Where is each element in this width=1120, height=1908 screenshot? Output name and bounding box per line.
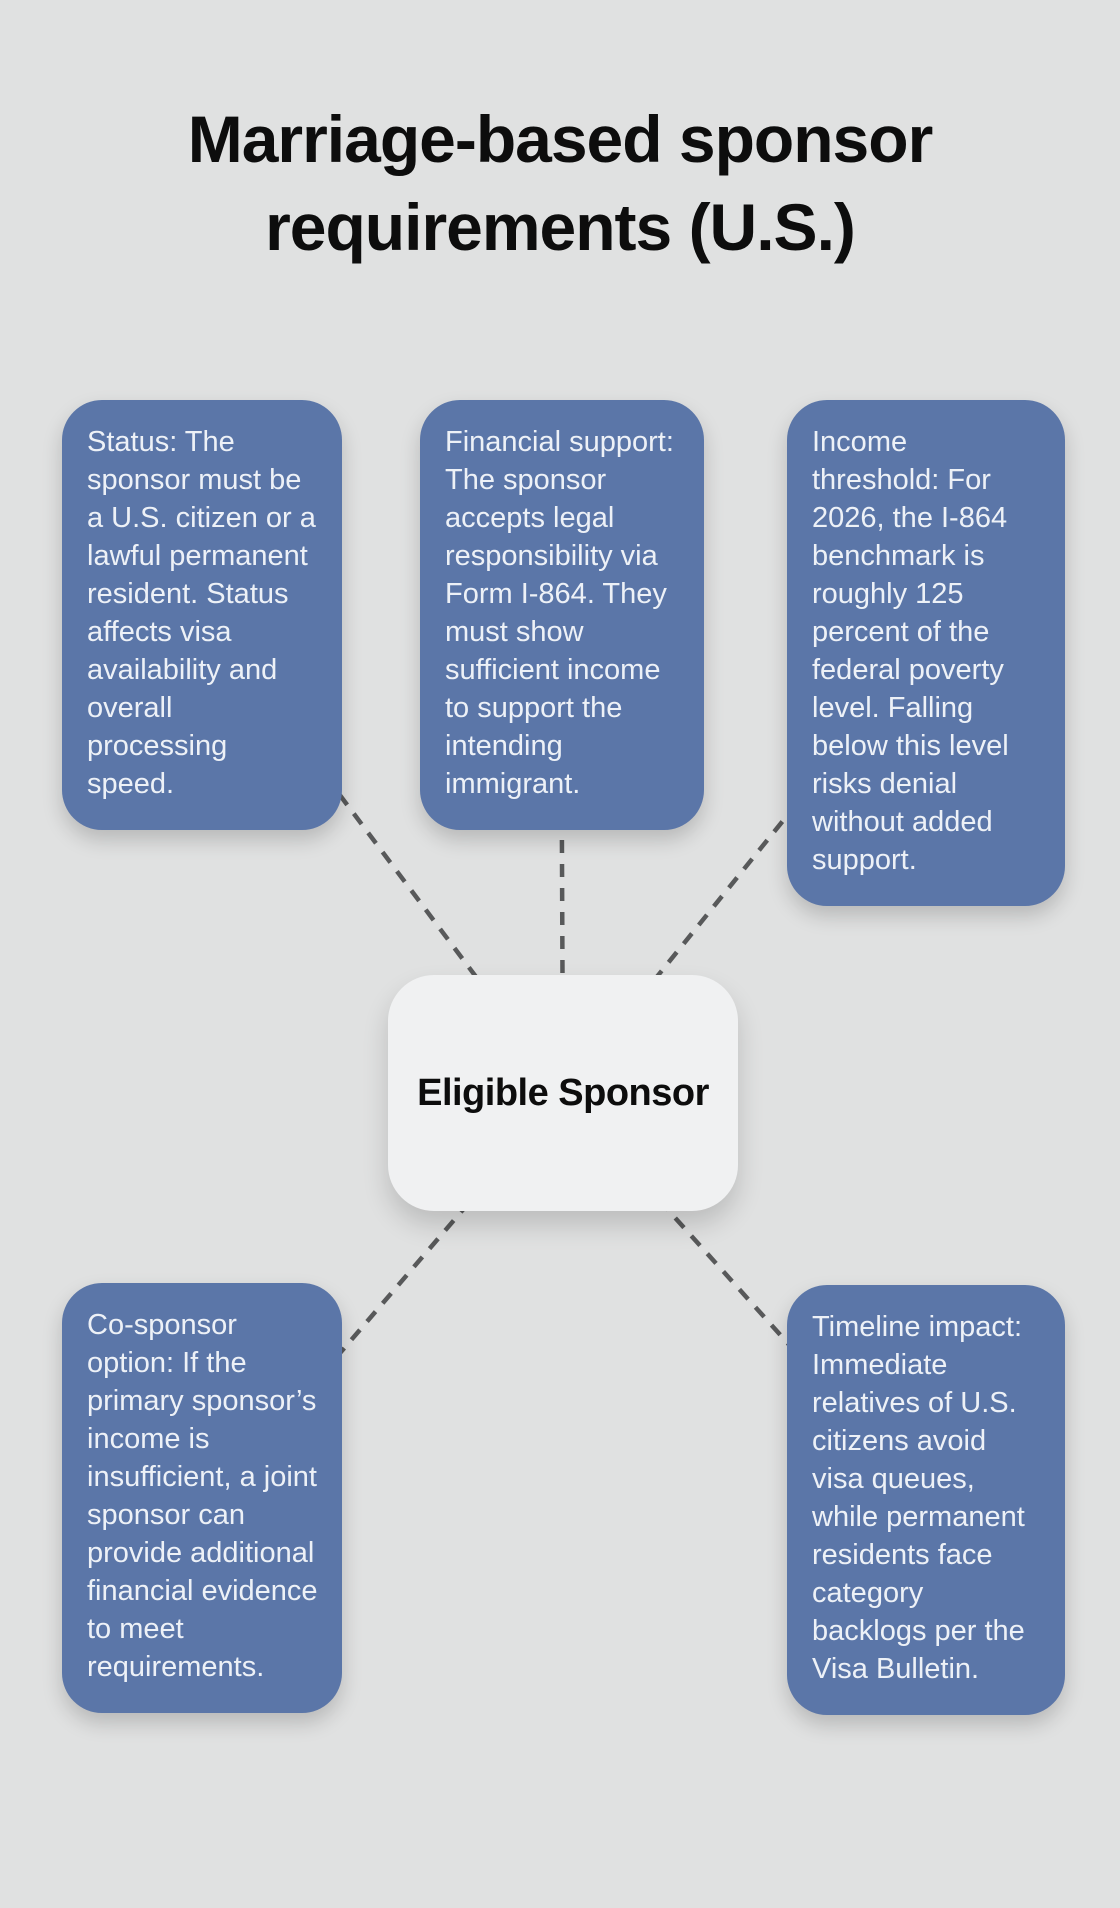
node-financial-support: Financial support: The sponsor accepts l… — [420, 400, 704, 830]
node-timeline-impact: Timeline impact: Immediate relatives of … — [787, 1285, 1065, 1715]
center-node: Eligible Sponsor — [388, 975, 738, 1211]
node-income-threshold: Income threshold: For 2026, the I-864 be… — [787, 400, 1065, 906]
center-node-label: Eligible Sponsor — [417, 1071, 709, 1114]
diagram-title: Marriage-based sponsor requirements (U.S… — [187, 102, 934, 264]
connector-timeline-impact — [561, 1091, 927, 1498]
node-status: Status: The sponsor must be a U.S. citiz… — [62, 400, 342, 830]
node-co-sponsor-option: Co-sponsor option: If the primary sponso… — [62, 1283, 342, 1713]
